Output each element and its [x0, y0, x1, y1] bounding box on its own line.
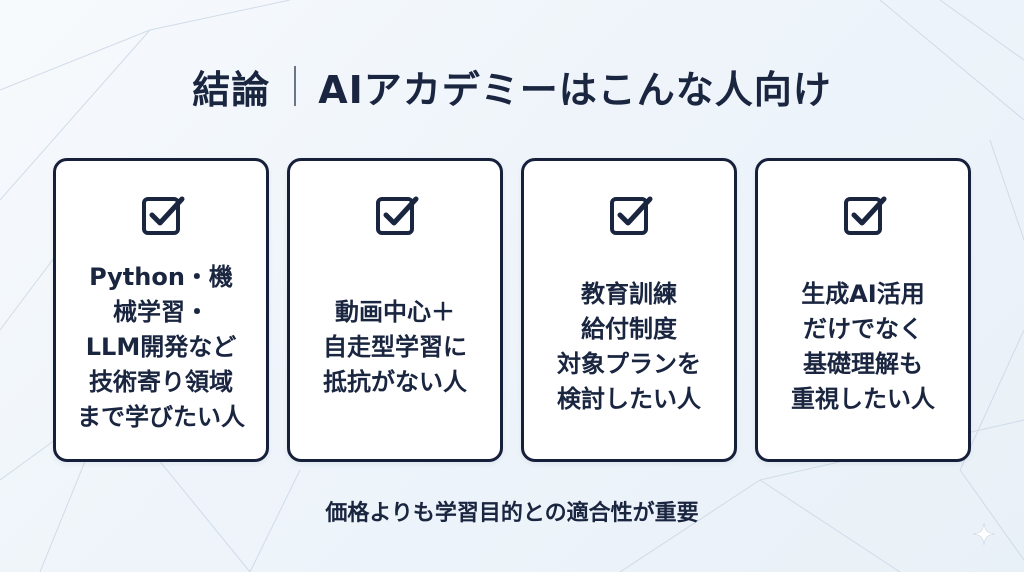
card-line: 技術寄り領域 [89, 367, 233, 396]
card-line: 抵抗がない人 [323, 367, 467, 396]
card-line: 基礎理解も [803, 350, 923, 378]
card-text: Python・機 械学習・ LLM開発など 技術寄り領域 まで学びたい人 [62, 249, 260, 445]
card-line: 自走型学習に [323, 332, 467, 361]
card-text: 教育訓練 給付制度 対象プランを 検討したい人 [530, 249, 728, 445]
checkbox-checked-icon [610, 196, 653, 235]
audience-card-tech: Python・機 械学習・ LLM開発など 技術寄り領域 まで学びたい人 [53, 158, 269, 462]
card-text: 動画中心＋ 自走型学習に 抵抗がない人 [296, 249, 494, 445]
card-line: 生成AI活用 [801, 280, 925, 308]
card-line: 対象プランを [557, 350, 701, 378]
checkbox-checked-icon [142, 196, 185, 235]
sparkle-icon [972, 522, 996, 546]
card-line: 給付制度 [581, 315, 677, 343]
checkbox-checked-icon [844, 196, 887, 235]
card-line: 重視したい人 [791, 385, 935, 413]
card-line: だけでなく [803, 315, 923, 343]
card-line: 械学習・ [113, 297, 209, 326]
card-line: Python・機 [89, 262, 233, 291]
title-divider [294, 66, 297, 106]
audience-card-video: 動画中心＋ 自走型学習に 抵抗がない人 [287, 158, 503, 462]
card-line: まで学びたい人 [77, 402, 245, 431]
card-line: 検討したい人 [557, 385, 701, 413]
audience-card-subsidy: 教育訓練 給付制度 対象プランを 検討したい人 [521, 158, 737, 462]
card-line: LLM開発など [85, 332, 237, 361]
card-line: 動画中心＋ [335, 297, 455, 326]
target-audience-cards: Python・機 械学習・ LLM開発など 技術寄り領域 まで学びたい人 動画中… [53, 158, 971, 462]
card-text: 生成AI活用 だけでなく 基礎理解も 重視したい人 [764, 249, 962, 445]
audience-card-fundamentals: 生成AI活用 だけでなく 基礎理解も 重視したい人 [755, 158, 971, 462]
checkbox-checked-icon [376, 196, 419, 235]
title-right: AIアカデミーはこんな人向け [318, 67, 832, 112]
page-title: 結論 AIアカデミーはこんな人向け [0, 58, 1024, 114]
card-line: 教育訓練 [581, 280, 677, 308]
footer-note: 価格よりも学習目的との適合性が重要 [325, 501, 699, 526]
title-left: 結論 [192, 67, 271, 112]
